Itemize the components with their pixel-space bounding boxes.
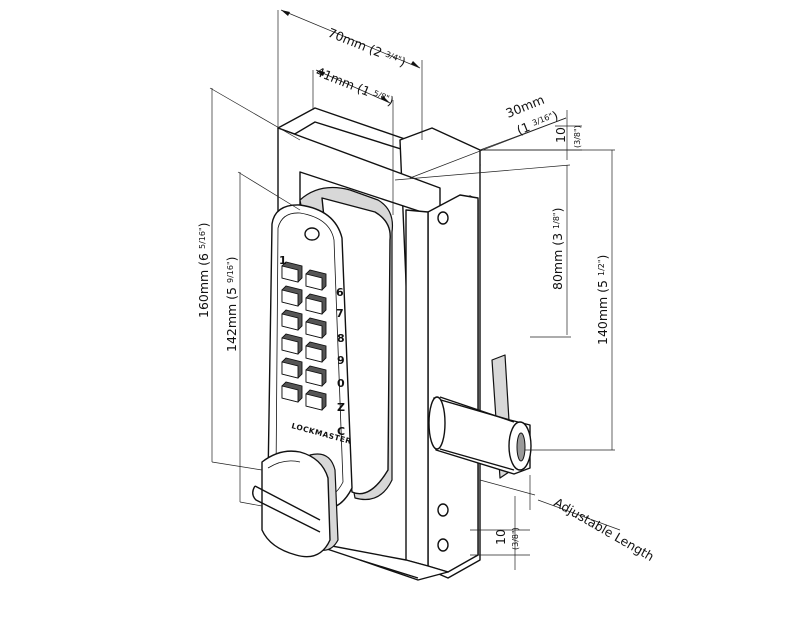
dim-label-adjustable-length: Adjustable Length xyxy=(552,495,657,564)
keypad-key xyxy=(305,293,327,315)
keypad-key xyxy=(305,341,327,363)
keypad-key xyxy=(305,365,327,387)
keypad-key xyxy=(305,317,327,339)
dim-label-70mm: 70mm (2 3/4") xyxy=(326,25,408,70)
dim-label-140mm: 140mm (5 1/2") xyxy=(595,255,610,345)
key-label-0: 0 xyxy=(337,377,345,390)
key-label-7: 7 xyxy=(336,307,344,320)
key-label-1: 1 xyxy=(279,254,287,267)
dim-label-bottom-10: 10 xyxy=(493,529,508,545)
key-label-6: 6 xyxy=(336,286,344,299)
dim-label-142mm: 142mm (5 9/16") xyxy=(224,256,239,352)
key-label-z: Z xyxy=(337,401,345,414)
keypad-key xyxy=(305,389,327,411)
dimension-lines xyxy=(209,9,621,570)
dim-label-41mm: 41mm (1 5/8") xyxy=(314,64,396,109)
dim-label-80mm: 80mm (3 1/8") xyxy=(550,208,565,291)
keypad-buttons xyxy=(281,261,327,411)
dim-label-160mm: 160mm (6 5/16") xyxy=(196,222,211,318)
dim-label-top-10-inch: (3/8") xyxy=(573,125,582,148)
keypad-key xyxy=(281,333,303,355)
latch-bolt xyxy=(428,354,532,479)
key-label-c: C xyxy=(337,425,345,438)
keypad-key xyxy=(281,381,303,403)
dim-label-top-10: 10 xyxy=(553,127,568,143)
turn-knob xyxy=(252,450,339,558)
keypad-key xyxy=(305,269,327,291)
keypad-key xyxy=(281,309,303,331)
keypad-key xyxy=(281,357,303,379)
keypad-key xyxy=(281,261,303,283)
dim-label-bottom-10-inch: (3/8") xyxy=(511,527,520,550)
key-label-8: 8 xyxy=(337,332,345,345)
keypad-key xyxy=(281,285,303,307)
key-label-9: 9 xyxy=(337,354,345,367)
